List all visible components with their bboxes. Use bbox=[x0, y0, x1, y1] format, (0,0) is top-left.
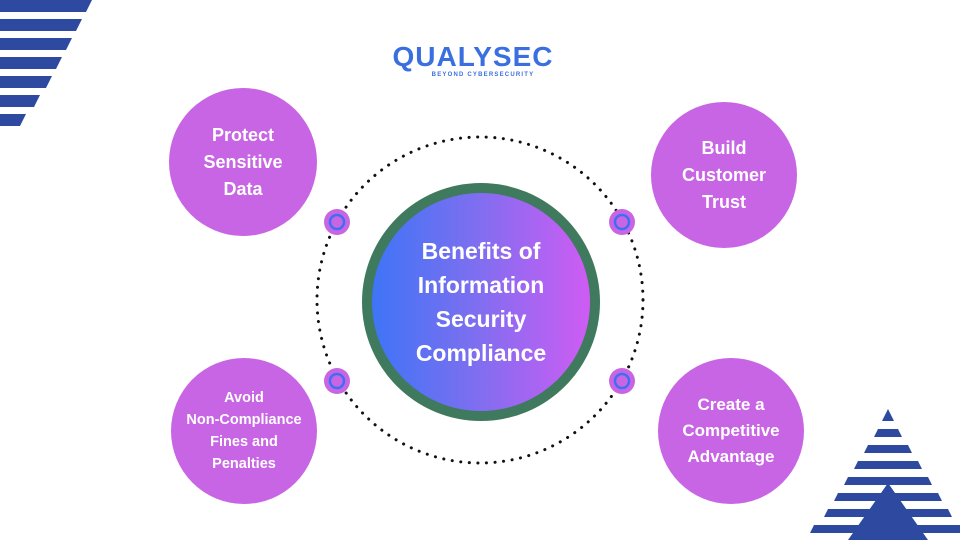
benefit-label: Avoid Non-Compliance Fines and Penalties bbox=[186, 387, 301, 475]
benefit-label: Protect Sensitive Data bbox=[203, 122, 282, 203]
orbit-node-bottom-right bbox=[609, 368, 635, 394]
stripe-decoration-top-left bbox=[0, 0, 100, 135]
qualysec-q-icon bbox=[609, 209, 635, 235]
benefit-label: Create a Competitive Advantage bbox=[682, 392, 779, 470]
orbit-node-top-left bbox=[324, 209, 350, 235]
stripe-pyramid-bottom-right bbox=[800, 405, 960, 540]
benefit-avoid-fines-penalties: Avoid Non-Compliance Fines and Penalties bbox=[171, 358, 317, 504]
qualysec-q-icon bbox=[324, 209, 350, 235]
benefit-label: Build Customer Trust bbox=[682, 135, 766, 216]
orbit-node-bottom-left bbox=[324, 368, 350, 394]
center-title: Benefits of Information Security Complia… bbox=[416, 234, 546, 370]
benefit-protect-sensitive-data: Protect Sensitive Data bbox=[169, 88, 317, 236]
qualysec-q-icon bbox=[609, 368, 635, 394]
logo-tagline: BEYOND CYBERSECURITY bbox=[428, 72, 538, 78]
orbit-node-top-right bbox=[609, 209, 635, 235]
center-circle: Benefits of Information Security Complia… bbox=[362, 183, 600, 421]
qualysec-logo: QUALYSEC BEYOND CYBERSECURITY bbox=[388, 40, 558, 86]
logo-wordmark: QUALYSEC bbox=[388, 40, 558, 74]
qualysec-q-icon bbox=[324, 368, 350, 394]
benefit-competitive-advantage: Create a Competitive Advantage bbox=[658, 358, 804, 504]
benefit-build-customer-trust: Build Customer Trust bbox=[651, 102, 797, 248]
center-circle-core: Benefits of Information Security Complia… bbox=[372, 193, 590, 411]
